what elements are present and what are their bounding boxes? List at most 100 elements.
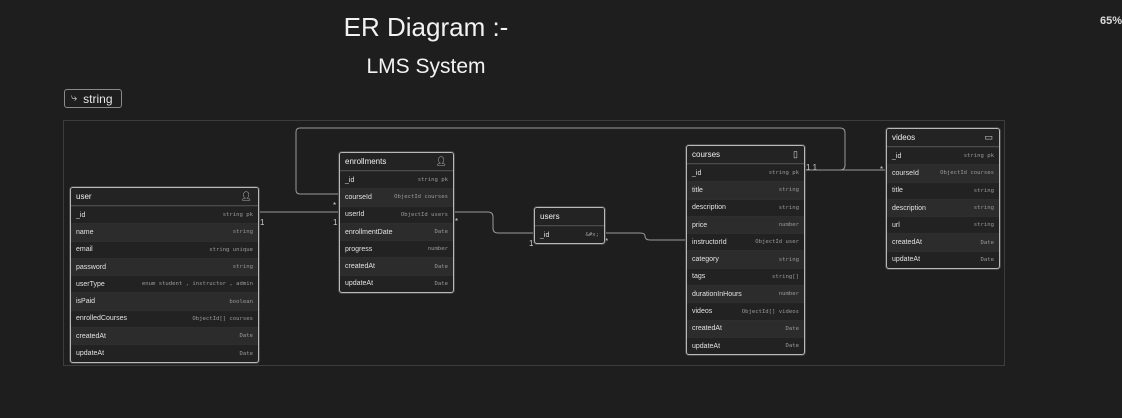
field-name: _id (345, 176, 355, 184)
field-type: string (973, 205, 994, 212)
entity-field-row[interactable]: isPaid boolean (71, 292, 258, 310)
field-name: progress (345, 245, 373, 253)
field-name: createdAt (892, 239, 922, 247)
cardinality-label: * (605, 237, 608, 246)
field-name: category (692, 256, 719, 264)
field-name: _id (692, 169, 702, 177)
field-type: boolean (229, 298, 253, 305)
field-type: string pk (222, 212, 253, 219)
field-name: email (76, 246, 93, 254)
link-users-courses (604, 232, 686, 241)
entity-field-row[interactable]: createdAt Date (887, 233, 999, 251)
field-type: string (778, 204, 799, 211)
field-type: Date (785, 343, 799, 350)
person-icon: 👤︎ (435, 156, 447, 166)
field-name: courseId (345, 193, 372, 201)
diagram-canvas[interactable] (63, 120, 1005, 366)
field-type: ObjectId[] courses (192, 315, 253, 322)
entity-field-row[interactable]: _id&#x; (535, 226, 604, 243)
field-name: durationInHours (692, 290, 742, 298)
cardinality-label: * (455, 217, 458, 226)
entity-title: users (540, 212, 560, 221)
entity-field-row[interactable]: email string unique (71, 240, 258, 258)
field-name: updateAt (345, 280, 374, 288)
entity-title: user (76, 192, 92, 201)
field-type: ObjectId user (755, 239, 799, 246)
field-name: title (892, 187, 903, 195)
video-icon: ▭ (984, 132, 993, 142)
diagram-subtitle: LMS System (366, 55, 486, 78)
entity-field-row[interactable]: instructorId ObjectId user (687, 233, 804, 250)
entity-users[interactable]: users _id&#x; (534, 207, 605, 245)
entity-field-row[interactable]: title string (687, 181, 804, 199)
field-name: password (76, 263, 106, 271)
field-type: string unique (209, 246, 253, 253)
field-name: updateAt (76, 350, 105, 358)
entity-title: videos (892, 133, 916, 142)
person-icon: 👤︎ (240, 191, 252, 201)
entity-field-row[interactable]: price number (687, 215, 804, 234)
field-type: Date (434, 229, 448, 236)
field-name: _id (540, 231, 550, 239)
field-name: instructorId (692, 238, 727, 246)
book-icon: ▯ (793, 149, 798, 159)
relation-type-selector[interactable]: ⤷ string (64, 89, 122, 108)
cardinality-label: * (880, 165, 883, 174)
field-type: Date (434, 280, 448, 287)
cardinality-label: * (333, 201, 336, 210)
field-type: string pk (963, 153, 994, 160)
diagram-title: ER Diagram :- (343, 12, 509, 42)
field-type: Date (239, 333, 253, 340)
zoom-level[interactable]: 65% (1099, 15, 1122, 27)
field-name: name (76, 228, 94, 236)
field-name: _id (892, 152, 902, 160)
entity-field-row[interactable]: updateAt Date (340, 274, 453, 292)
field-name: description (692, 204, 726, 212)
field-type: Date (980, 239, 994, 246)
field-name: isPaid (76, 298, 96, 306)
entity-title: courses (692, 150, 721, 159)
link-enrollments-users (453, 211, 534, 234)
link-enrollments-courses (295, 127, 846, 195)
field-type: number (778, 222, 799, 229)
field-name: title (692, 186, 703, 194)
entity-field-row[interactable]: userType enum student , instructor , admi… (71, 275, 258, 292)
field-type: string (778, 187, 799, 194)
cardinality-label: 1 (529, 239, 534, 248)
field-type: enum student , instructor , admin (141, 281, 253, 288)
entity-field-row[interactable]: _id string pk (887, 147, 999, 164)
entity-field-row[interactable]: description string (687, 198, 804, 216)
field-name: price (692, 221, 708, 229)
field-name: userType (76, 280, 105, 288)
entity-title: enrollments (345, 157, 387, 166)
